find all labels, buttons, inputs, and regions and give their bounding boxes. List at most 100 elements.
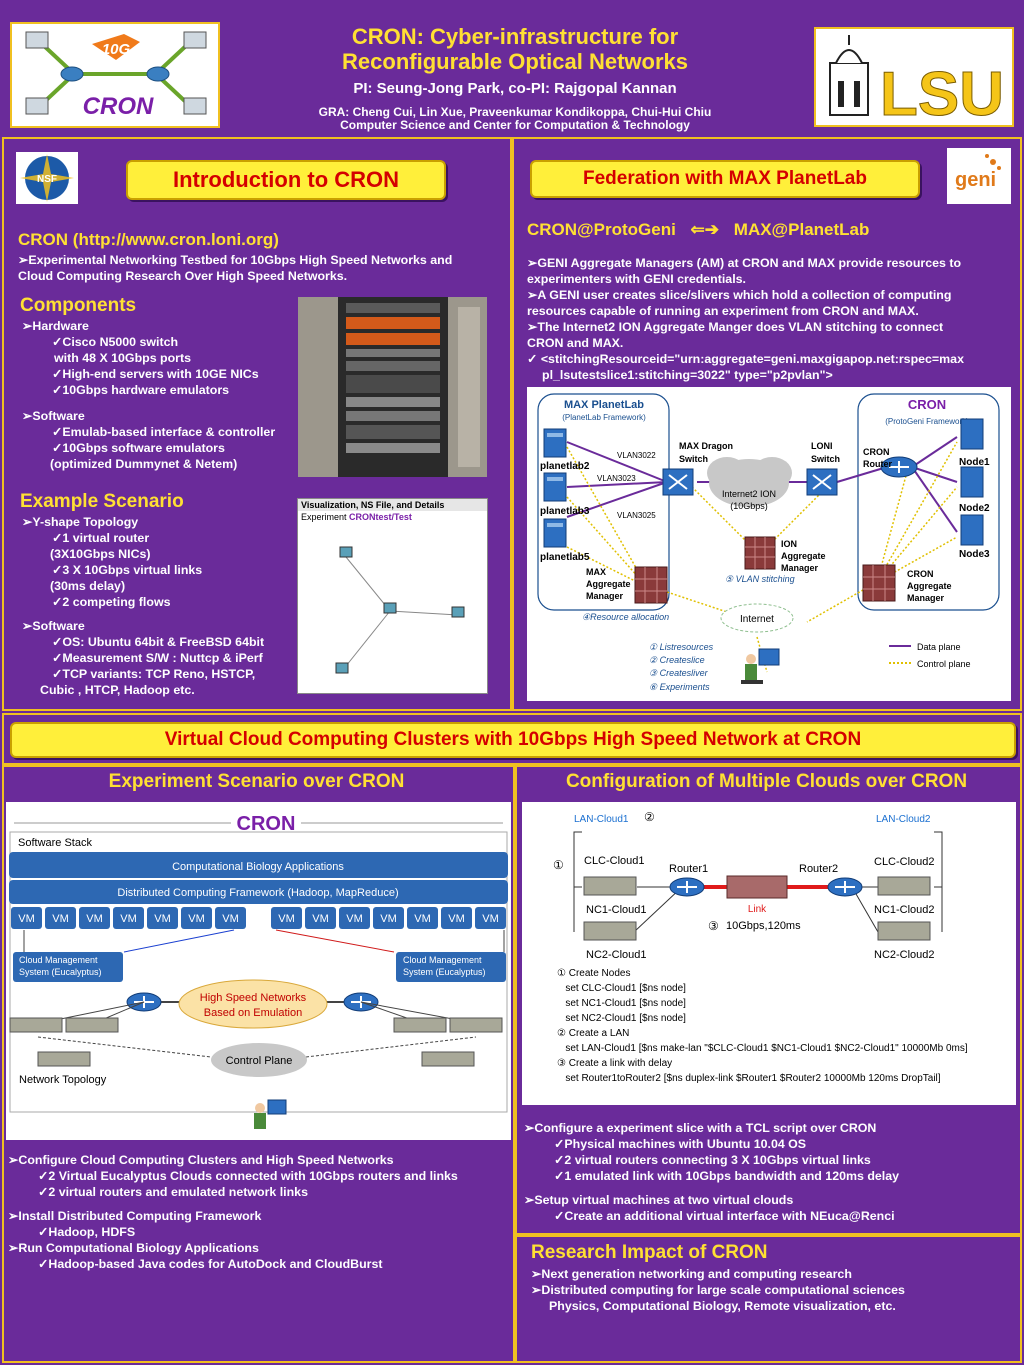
high-speed-line1: High Speed Networks <box>200 992 307 1004</box>
example-software-list: ➢Software ✓OS: Ubuntu 64bit & FreeBSD 64… <box>22 618 264 698</box>
intro-title: Introduction to CRON <box>126 160 446 200</box>
server-rack-photo <box>298 297 487 477</box>
internet-label: Internet <box>740 614 774 625</box>
visualization-screenshot: Visualization, NS File, and Details Expe… <box>297 498 488 694</box>
code-line: ③ Create a link with delay <box>557 1058 672 1069</box>
dist-fw-label: Distributed Computing Framework (Hadoop,… <box>117 887 398 899</box>
vm-label: VM <box>222 913 239 925</box>
step-createsliver: ③ Createsliver <box>649 668 709 678</box>
nc1-cloud2-label: NC1-Cloud2 <box>874 904 935 916</box>
resource-allocation-label: ④Resource allocation <box>582 612 669 622</box>
hardware-line: ➢Hardware <box>22 319 89 333</box>
nc2-cloud1-label: NC2-Cloud1 <box>586 949 647 961</box>
vm-box <box>339 907 370 929</box>
node1-label: Node1 <box>959 457 990 468</box>
planetlab-label: MAX@PlanetLab <box>733 220 870 239</box>
federation-line: ➢A GENI user creates slice/slivers which… <box>527 288 952 302</box>
vm-label: VM <box>346 913 363 925</box>
config-panel <box>515 765 1022 1235</box>
server-icon <box>877 921 931 941</box>
vm-box <box>441 907 472 929</box>
router-icon <box>827 877 863 897</box>
cron-router-label2: Router <box>863 459 892 469</box>
control-plane-cloud <box>211 1043 307 1077</box>
config-title: Configuration of Multiple Clouds over CR… <box>565 771 968 792</box>
user-at-computer-icon <box>741 648 780 684</box>
cron-am-line1: CRON <box>907 569 934 579</box>
cron-router-label1: CRON <box>863 447 890 457</box>
viz-title: Visualization, NS File, and Details <box>298 499 487 511</box>
internet2-cloud-icon <box>707 457 792 507</box>
scenario-line: ✓Hadoop, HDFS <box>38 1225 136 1239</box>
node2-label: Node2 <box>959 503 990 514</box>
router1-label: Router1 <box>669 863 708 875</box>
ion-aggregate-manager-icon <box>744 536 776 570</box>
federation-line: experimenters with GENI credentials. <box>527 272 746 286</box>
comp-bio-label: Computational Biology Applications <box>172 861 344 873</box>
scenario-title: Experiment Scenario over CRON <box>108 771 405 792</box>
cron-am-line2: Aggregate <box>907 581 952 591</box>
cloud-mgmt-left-line2: System (Eucalyptus) <box>19 967 102 977</box>
vm-box <box>147 907 178 929</box>
nsf-logo: NSF <box>16 152 78 204</box>
loni-switch-icon <box>806 468 838 496</box>
router-icon <box>669 877 705 897</box>
cloud-mgmt-left <box>13 952 123 982</box>
cron-am-line3: Manager <box>907 593 945 603</box>
server-icon <box>449 1017 503 1033</box>
code-line: ② Create a LAN <box>557 1028 629 1039</box>
scenario-bullets: ➢Configure Cloud Computing Clusters and … <box>8 1152 458 1272</box>
vm-label: VM <box>278 913 295 925</box>
software-line: ✓10Gbps software emulators <box>52 441 225 455</box>
example-line: ➢Y-shape Topology <box>22 515 139 529</box>
vm-label: VM <box>52 913 69 925</box>
clc-cloud1-label: CLC-Cloud1 <box>584 855 645 867</box>
vm-box <box>11 907 42 929</box>
federation-subtitle: CRON@ProtoGeni ⇐➔ MAX@PlanetLab <box>527 220 869 240</box>
planetlab5-label: planetlab5 <box>540 552 590 563</box>
ion-am-line3: Manager <box>781 563 819 573</box>
scenario-line: ➢Install Distributed Computing Framework <box>8 1209 262 1223</box>
link-label: Link <box>748 904 767 915</box>
high-speed-network-cloud <box>178 979 328 1029</box>
marker-1: ① <box>553 858 564 872</box>
example-line: ✓3 X 10Gbps virtual links <box>52 563 203 577</box>
impact-bullets: ➢Next generation networking and computin… <box>531 1266 905 1314</box>
cron-logo-graphic: 10G CRON <box>25 31 207 120</box>
federation-line: ➢GENI Aggregate Managers (AM) at CRON an… <box>527 256 962 270</box>
cron-logo-badge: 10G <box>102 41 131 58</box>
vm-box <box>181 907 212 929</box>
example-sw-line: Cubic , HTCP, Hadoop etc. <box>40 683 195 697</box>
step-experiments: ⑥ Experiments <box>649 682 710 692</box>
dist-fw-layer <box>9 880 508 904</box>
cloud-mgmt-right-line1: Cloud Management <box>403 955 482 965</box>
viz-experiment-name: CRONtest/Test <box>349 512 412 522</box>
nsf-logo-text: NSF <box>37 174 57 185</box>
step-createslice: ② Createslice <box>649 655 705 665</box>
example-sw-line: ✓OS: Ubuntu 64bit & FreeBSD 64bit <box>52 635 265 649</box>
federation-line: CRON and MAX. <box>527 336 624 350</box>
node3-label: Node3 <box>959 549 990 560</box>
components-heading: Components <box>20 295 137 316</box>
federation-line: resources capable of running an experime… <box>527 304 919 318</box>
config-diagram: LAN-Cloud1 ② LAN-Cloud2 ① CLC-Cloud1 NC1… <box>522 802 1016 1105</box>
impact-title: Research Impact of CRON <box>531 1242 768 1263</box>
loni-switch-label: Switch <box>811 454 840 464</box>
marker-2: ② <box>644 810 655 824</box>
vlan3022-label: VLAN3022 <box>617 451 656 460</box>
config-line: ✓Create an additional virtual interface … <box>554 1209 895 1223</box>
federation-line: pl_lsutestslice1:stitching=3022" type="p… <box>542 368 833 382</box>
software-stack-label: Software Stack <box>18 837 92 849</box>
viz-experiment-label: Experiment <box>301 512 347 522</box>
impact-line: Physics, Computational Biology, Remote v… <box>549 1299 896 1313</box>
server-icon <box>960 514 984 546</box>
poster-pi: PI: Seung-Jong Park, co-PI: Rajgopal Kan… <box>353 80 677 97</box>
impact-panel <box>515 1235 1022 1363</box>
example-sw-line: ➢Software <box>22 619 85 633</box>
scenario-line: ➢Run Computational Biology Applications <box>8 1241 259 1255</box>
lan-cloud1-label: LAN-Cloud1 <box>574 814 629 825</box>
cron-description: ➢Experimental Networking Testbed for 10G… <box>18 252 452 284</box>
config-line: ✓2 virtual routers connecting 3 X 10Gbps… <box>554 1153 871 1167</box>
vlan3025-label: VLAN3025 <box>617 511 656 520</box>
